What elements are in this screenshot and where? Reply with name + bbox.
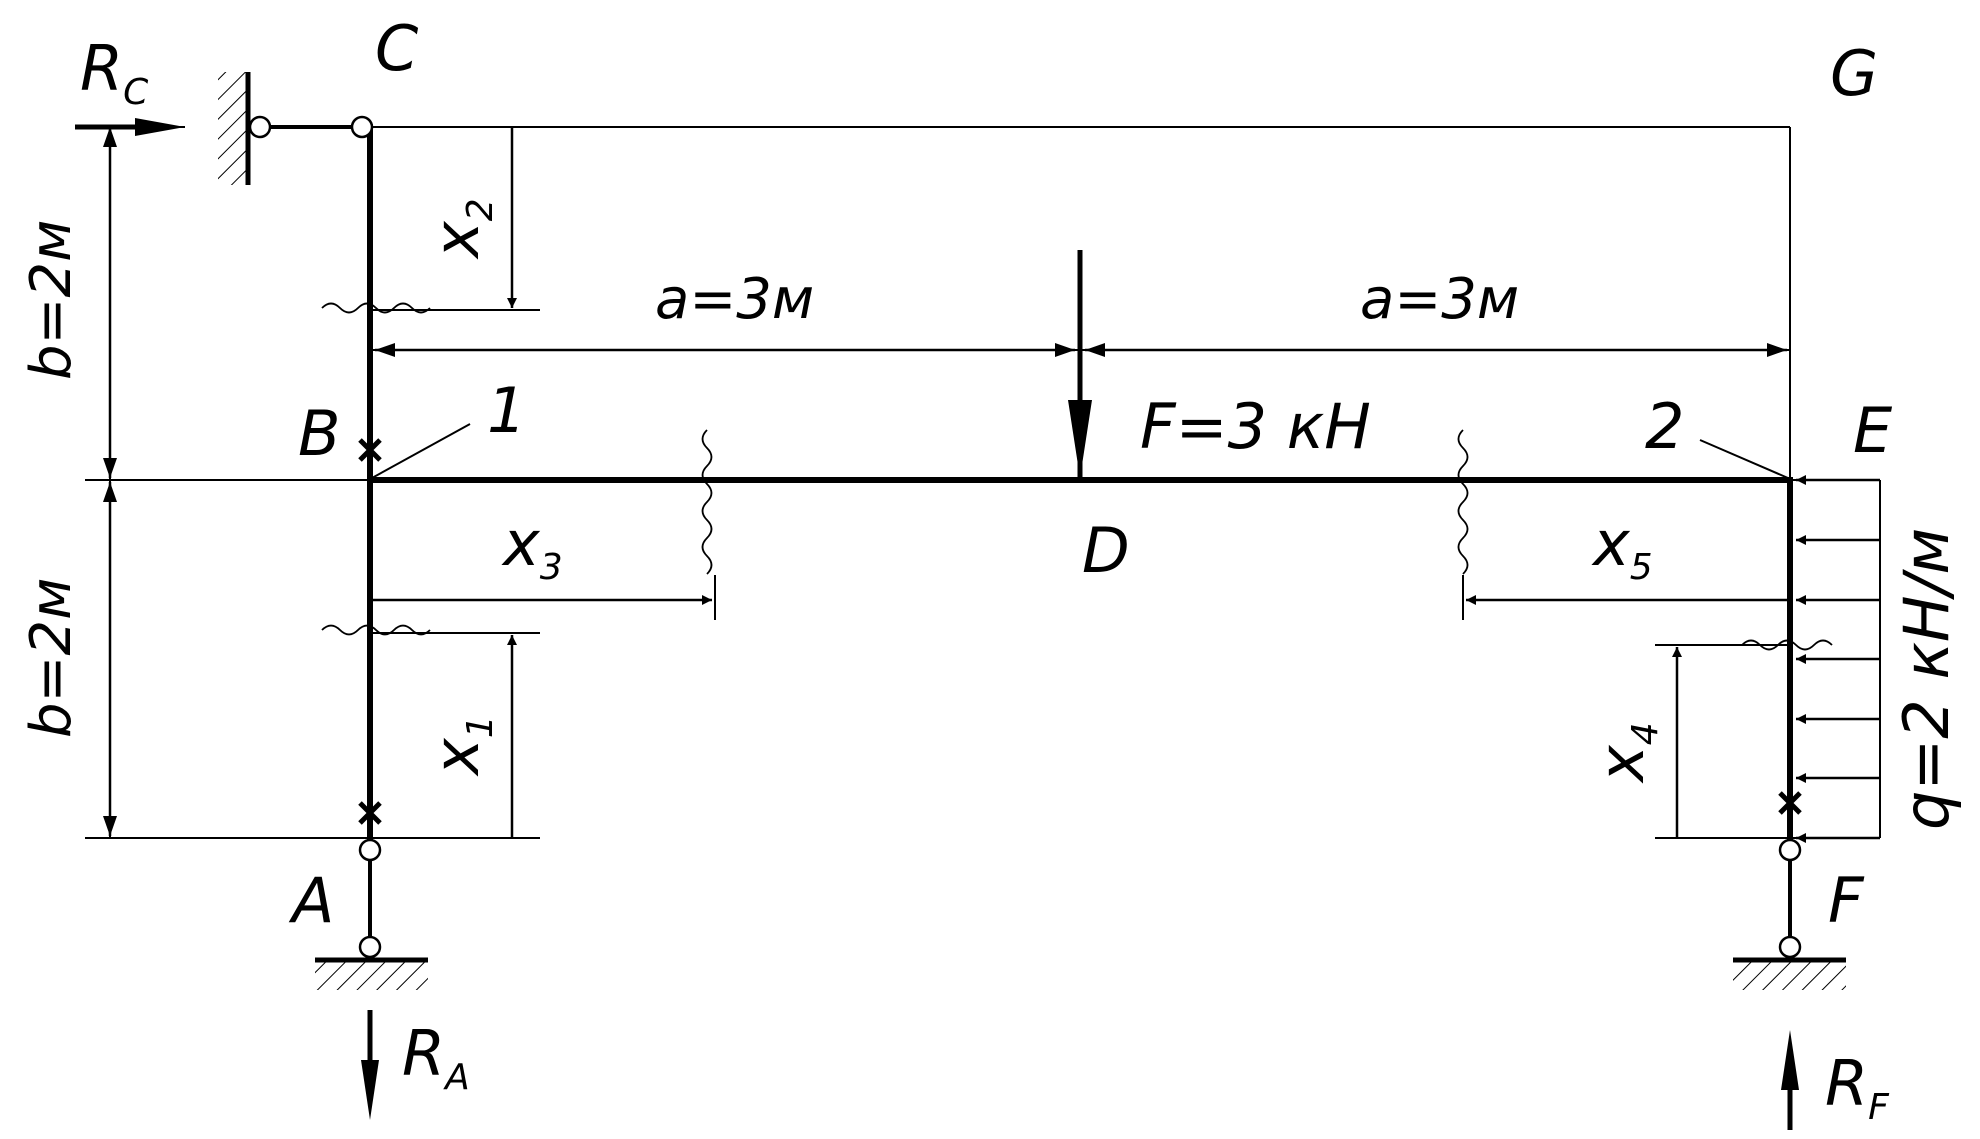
cross-marks <box>358 438 1802 825</box>
coordinate-lines <box>370 309 1790 646</box>
support-F <box>1733 838 1846 990</box>
support-A <box>315 838 428 990</box>
reaction-label-RC: RC <box>80 32 149 113</box>
node-label-2: 2 <box>1645 390 1684 463</box>
coordinate-label-x2: x2 <box>420 198 501 260</box>
dimension-a-right-label: a=3м <box>1360 267 1519 332</box>
section-waves <box>321 302 1833 651</box>
coordinate-label-x4: x4 <box>1585 722 1666 784</box>
support-C <box>218 72 272 185</box>
node-leaders <box>371 423 1789 479</box>
point-label-G: G <box>1830 37 1878 110</box>
reaction-label-RF: RF <box>1825 1047 1890 1128</box>
point-label-F: F <box>1828 864 1865 937</box>
frame-members <box>258 124 1793 944</box>
dimension-b-bottom-label: b=2м <box>19 578 84 738</box>
distributed-load-label: q=2 кН/м <box>1890 528 1963 830</box>
dimension-b-top-label: b=2м <box>19 220 84 380</box>
reaction-C-arrow <box>75 118 185 136</box>
coordinate-label-x1: x1 <box>420 715 501 777</box>
coordinate-arrows <box>372 127 1788 838</box>
point-label-C: C <box>375 12 419 85</box>
coordinate-label-x3: x3 <box>501 507 563 588</box>
force-F-arrow <box>1068 250 1092 478</box>
distributed-load-arrows <box>1796 475 1880 843</box>
reaction-F-arrow <box>1781 1030 1799 1130</box>
point-label-A: A <box>288 864 334 937</box>
node-label-1: 1 <box>487 374 526 447</box>
force-F-label: F=3 кН <box>1140 390 1371 463</box>
coordinate-label-x5: x5 <box>1591 507 1653 588</box>
point-label-D: D <box>1082 514 1130 587</box>
point-label-E: E <box>1853 394 1893 467</box>
dimension-a-left-label: a=3м <box>655 267 814 332</box>
hinge-C <box>350 115 374 139</box>
point-label-B: B <box>298 397 341 470</box>
reaction-label-RA: RA <box>402 1017 470 1098</box>
reaction-A-arrow <box>361 1010 379 1120</box>
